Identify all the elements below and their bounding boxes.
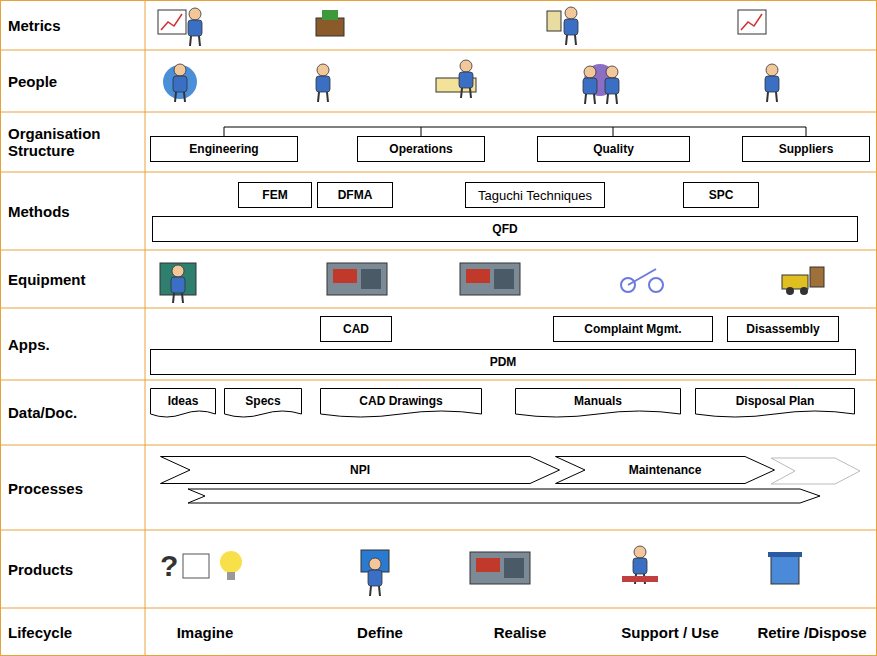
box-label: Ideas <box>168 394 199 408</box>
box-label: Suppliers <box>779 142 834 156</box>
process-arrow: Maintenance <box>555 456 775 484</box>
method-box: Operations <box>357 136 485 162</box>
method-box: Engineering <box>150 136 298 162</box>
lifecycle-stage: Define <box>357 624 403 641</box>
box-label: PDM <box>490 355 517 369</box>
document-box: Disposal Plan <box>695 388 855 420</box>
method-box: DFMA <box>317 182 393 208</box>
lifecycle-stage: Realise <box>494 624 547 641</box>
row-heading: Metrics <box>8 17 128 34</box>
method-box: CAD <box>320 316 392 342</box>
row-heading: Methods <box>8 203 128 220</box>
box-label: FEM <box>262 188 287 202</box>
box-label: SPC <box>709 188 734 202</box>
box-label: Specs <box>245 394 280 408</box>
box-label: Taguchi Techniques <box>478 188 592 203</box>
method-box: Suppliers <box>742 136 870 162</box>
box-label: NPI <box>350 463 370 477</box>
method-box: FEM <box>238 182 312 208</box>
method-box: QFD <box>152 216 858 242</box>
document-box: Manuals <box>515 388 681 420</box>
row-heading: Apps. <box>8 336 128 353</box>
row-heading: Organisation Structure <box>8 125 128 159</box>
method-box: Complaint Mgmt. <box>553 316 713 342</box>
row-heading: Products <box>8 561 128 578</box>
lifecycle-stage: Retire /Dispose <box>757 624 866 641</box>
row-heading: Equipment <box>8 271 128 288</box>
row-heading: Lifecycle <box>8 624 128 641</box>
method-box: Taguchi Techniques <box>465 182 605 208</box>
box-label: Maintenance <box>629 463 702 477</box>
box-label: Manuals <box>574 394 622 408</box>
process-arrow: NPI <box>160 456 560 484</box>
box-label: Disposal Plan <box>736 394 815 408</box>
box-label: Quality <box>593 142 634 156</box>
document-box: CAD Drawings <box>320 388 482 420</box>
method-box: SPC <box>683 182 759 208</box>
lifecycle-stage: Imagine <box>177 624 234 641</box>
method-box: PDM <box>150 349 856 375</box>
box-label: Complaint Mgmt. <box>584 322 681 336</box>
box-label: CAD Drawings <box>359 394 442 408</box>
document-box: Ideas <box>150 388 216 420</box>
document-box: Specs <box>224 388 302 420</box>
svg-text:?: ? <box>160 549 178 582</box>
box-label: QFD <box>492 222 517 236</box>
method-box: Disassembly <box>727 316 839 342</box>
row-heading: Processes <box>8 480 128 497</box>
row-heading: Data/Doc. <box>8 404 128 421</box>
box-label: DFMA <box>338 188 373 202</box>
row-heading: People <box>8 73 128 90</box>
box-label: Disassembly <box>746 322 819 336</box>
box-label: CAD <box>343 322 369 336</box>
box-label: Operations <box>389 142 452 156</box>
lifecycle-stage: Support / Use <box>621 624 719 641</box>
method-box: Quality <box>537 136 690 162</box>
box-label: Engineering <box>189 142 258 156</box>
